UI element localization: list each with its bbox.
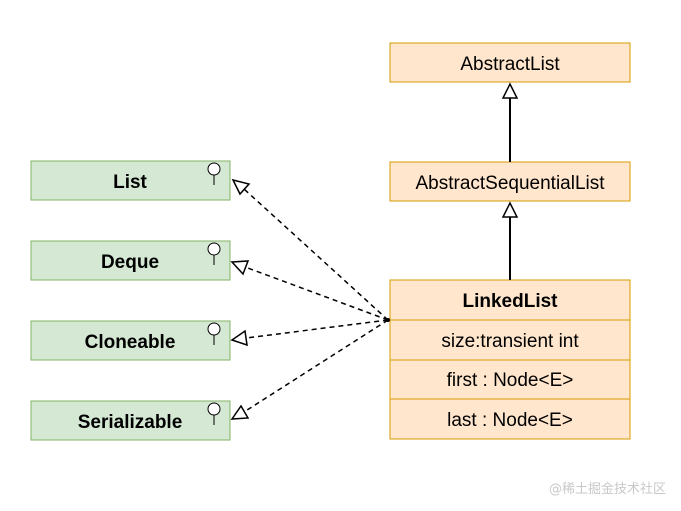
connector-dot xyxy=(386,318,390,322)
field-size: size:transient int xyxy=(441,331,579,352)
interface-serializable: Serializable xyxy=(30,400,231,441)
field-last: last : Node<E> xyxy=(447,410,573,431)
class-abstract-sequential-list: AbstractSequentialList xyxy=(389,161,631,202)
interface-list: List xyxy=(30,160,231,201)
interface-deque: Deque xyxy=(30,240,231,281)
interface-lollipop-icon xyxy=(207,402,221,425)
interface-lollipop-icon xyxy=(207,162,221,185)
extends-arrow-abstract-sequential-to-abstract-list xyxy=(501,82,519,162)
watermark-text: @稀土掘金技术社区 xyxy=(549,481,666,497)
interface-cloneable-label: Cloneable xyxy=(85,332,176,353)
interface-list-label: List xyxy=(113,172,147,193)
class-linked-list: LinkedList size:transient int first : No… xyxy=(389,279,631,440)
class-abstract-list-label: AbstractList xyxy=(460,54,560,75)
class-linked-list-title: LinkedList xyxy=(462,291,558,312)
field-row xyxy=(389,359,631,400)
implements-arrow-deque xyxy=(230,260,389,321)
field-row xyxy=(389,398,631,440)
interface-lollipop-icon xyxy=(207,242,221,265)
interface-serializable-label: Serializable xyxy=(78,412,183,433)
field-first: first : Node<E> xyxy=(447,370,574,391)
interface-deque-label: Deque xyxy=(101,252,159,273)
implements-arrow-cloneable xyxy=(230,319,389,347)
class-abstract-list: AbstractList xyxy=(389,42,631,83)
interface-lollipop-icon xyxy=(207,322,221,345)
implements-arrow-serializable xyxy=(230,319,389,420)
implements-arrow-list xyxy=(231,178,389,321)
interface-cloneable: Cloneable xyxy=(30,320,231,361)
extends-arrow-linked-list-to-abstract-sequential xyxy=(501,201,519,280)
class-abstract-sequential-list-label: AbstractSequentialList xyxy=(415,173,605,194)
